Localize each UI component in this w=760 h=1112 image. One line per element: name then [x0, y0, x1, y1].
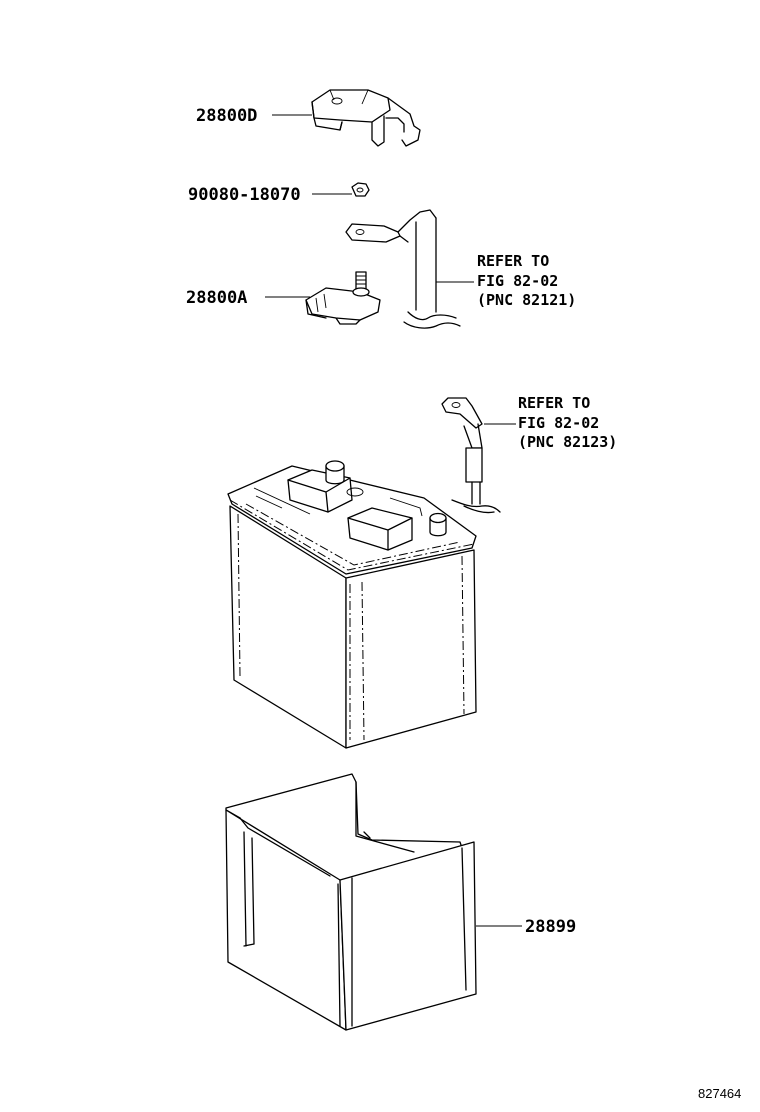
callout-28899: 28899 — [525, 917, 576, 937]
battery-carrier-part[interactable] — [225, 773, 477, 1031]
callout-28800A: 28800A — [186, 288, 247, 308]
callout-28800D: 28800D — [196, 106, 257, 126]
callout-90080-18070: 90080-18070 — [188, 185, 301, 205]
positive-cable-part — [345, 209, 461, 329]
terminal-cover-part[interactable] — [311, 89, 421, 147]
ref-line: FIG 82-02 — [477, 272, 558, 290]
ref-line: REFER TO — [518, 394, 590, 412]
ref-line: FIG 82-02 — [518, 414, 599, 432]
positive-terminal-part[interactable] — [305, 271, 381, 325]
figure-number: 827464 — [698, 1086, 741, 1101]
battery — [227, 460, 477, 749]
ref-line: (PNC 82123) — [518, 433, 617, 451]
ref-line: (PNC 82121) — [477, 291, 576, 309]
reference-note-82121: REFER TO FIG 82-02 (PNC 82121) — [477, 252, 576, 309]
negative-cable-part — [441, 397, 501, 514]
nut-part[interactable] — [351, 182, 370, 197]
reference-note-82123: REFER TO FIG 82-02 (PNC 82123) — [518, 394, 617, 451]
ref-line: REFER TO — [477, 252, 549, 270]
